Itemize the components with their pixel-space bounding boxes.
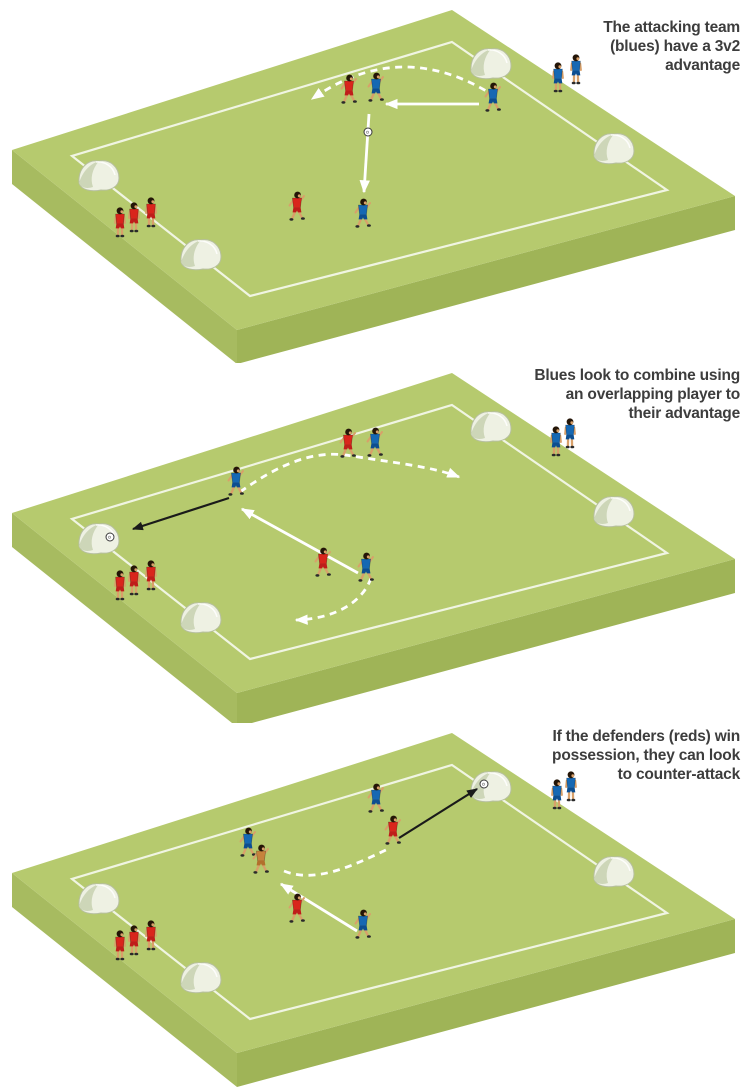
mini-goal bbox=[78, 882, 120, 915]
pitch-illustration-2 bbox=[12, 373, 735, 723]
pitch-side-front bbox=[237, 559, 735, 723]
caption-line: possession, they can look bbox=[552, 747, 740, 764]
drill-panel-1: The attacking team (blues) have a 3v2 ad… bbox=[0, 0, 750, 363]
pitch-boundary-line bbox=[69, 763, 670, 1021]
ball-icon bbox=[105, 532, 115, 542]
pitch-side-left bbox=[12, 513, 237, 723]
pitch-side-front bbox=[237, 919, 735, 1087]
mini-goal bbox=[593, 495, 635, 528]
caption-line: their advantage bbox=[628, 405, 740, 422]
pitch-side-front bbox=[237, 196, 735, 363]
ball-icon bbox=[479, 779, 489, 789]
shot-arrow bbox=[131, 496, 230, 531]
player-marker-blue bbox=[569, 53, 583, 86]
loose-ball-arrow bbox=[283, 847, 389, 877]
pitch-side-left bbox=[12, 873, 237, 1087]
pitch-boundary-line bbox=[69, 403, 670, 661]
counter-pass-arrow bbox=[398, 788, 478, 839]
pitch-side-left bbox=[12, 150, 237, 363]
caption-line: If the defenders (reds) win bbox=[552, 728, 740, 745]
caption-line: The attacking team bbox=[603, 19, 740, 36]
ball-icon bbox=[363, 127, 373, 137]
caption-line: Blues look to combine using bbox=[534, 367, 740, 384]
mini-goal bbox=[78, 159, 120, 192]
mini-goal bbox=[470, 410, 512, 443]
drill-panel-2: Blues look to combine using an overlappi… bbox=[0, 363, 750, 723]
mini-goal bbox=[593, 132, 635, 165]
pass-arrow bbox=[359, 113, 371, 194]
run-arrow bbox=[294, 577, 373, 625]
caption-line: an overlapping player to bbox=[565, 386, 741, 403]
caption-line: (blues) have a 3v2 bbox=[610, 38, 740, 55]
overlap-run-arrow bbox=[240, 507, 359, 575]
run-arrow bbox=[279, 882, 358, 933]
pitch-illustration-1 bbox=[12, 10, 735, 363]
panel-caption-2: Blues look to combine using an overlappi… bbox=[534, 366, 740, 423]
panel-caption-3: If the defenders (reds) win possession, … bbox=[552, 727, 740, 784]
mini-goal bbox=[470, 47, 512, 80]
run-arrow bbox=[239, 452, 461, 494]
caption-line: advantage bbox=[665, 57, 740, 74]
mini-goal bbox=[470, 770, 512, 803]
mini-goal bbox=[180, 238, 222, 271]
pitch-boundary-line bbox=[69, 40, 670, 298]
panel-caption-1: The attacking team (blues) have a 3v2 ad… bbox=[603, 18, 740, 75]
mini-goal bbox=[180, 961, 222, 994]
mini-goal bbox=[593, 855, 635, 888]
mini-goal bbox=[180, 601, 222, 634]
run-arrow bbox=[310, 65, 497, 101]
caption-line: to counter-attack bbox=[617, 766, 741, 783]
pitch-illustration-3 bbox=[12, 733, 735, 1087]
drill-panel-3: If the defenders (reds) win possession, … bbox=[0, 723, 750, 1087]
